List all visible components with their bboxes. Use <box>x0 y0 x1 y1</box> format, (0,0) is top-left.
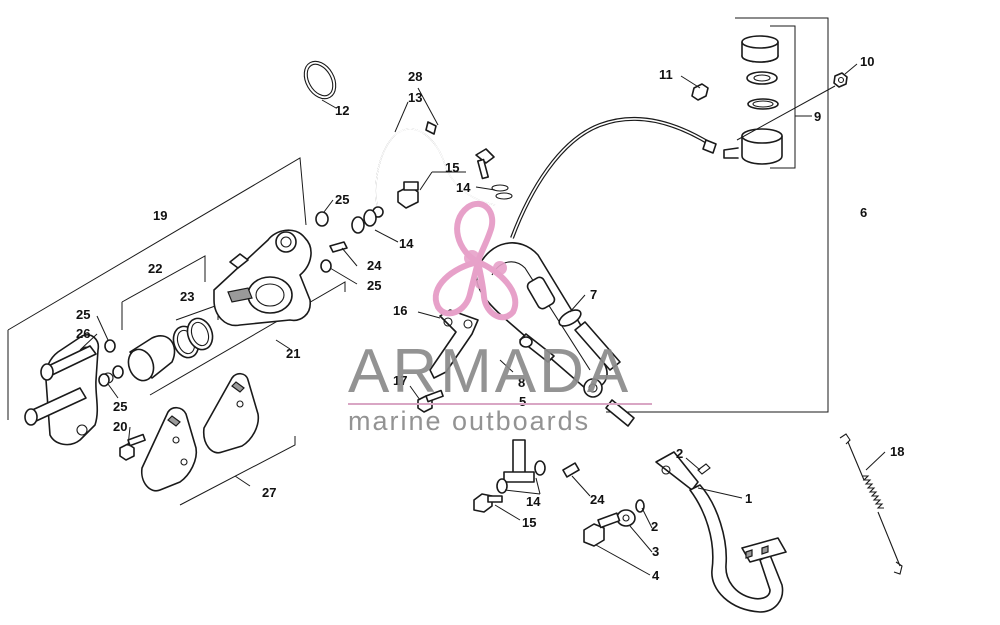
callout-5: 5 <box>519 394 526 409</box>
callout-12: 12 <box>335 103 349 118</box>
brake-line-13 <box>372 121 496 218</box>
watermark-subtitle: marine outboards <box>348 406 590 436</box>
reservoir-body <box>723 128 783 165</box>
snap-ring-12 <box>303 60 337 100</box>
watermark-title: ARMADA <box>348 337 631 406</box>
guide-pins-26 <box>24 345 97 426</box>
callout-7: 7 <box>590 287 597 302</box>
callout-19: 19 <box>153 208 167 223</box>
banjo-fitting-lower <box>503 439 535 483</box>
callout-25-bracket-bottom: 25 <box>113 399 127 414</box>
callout-2-lower: 2 <box>651 519 658 534</box>
callout-13: 13 <box>408 90 422 105</box>
callout-24-lower: 24 <box>590 492 605 507</box>
brake-caliper-21 <box>213 229 312 327</box>
propeller-logo-icon <box>432 200 519 321</box>
washer-3 <box>616 509 636 527</box>
group-bracket-19 <box>7 157 307 420</box>
clamp-11 <box>691 83 709 101</box>
reservoir-cap <box>741 35 779 63</box>
cotter-pin-2-upper <box>697 463 711 475</box>
crush-washers-14-lower <box>496 460 546 494</box>
callout-25-caliper-bottom: 25 <box>367 278 381 293</box>
caliper-piston-22 <box>127 335 176 382</box>
callout-14-upper-right: 14 <box>456 180 471 195</box>
callout-2-upper: 2 <box>676 446 683 461</box>
group-bracket-22 <box>121 255 206 330</box>
callout-15-upper: 15 <box>445 160 459 175</box>
callout-14-upper-left: 14 <box>399 236 414 251</box>
group-bracket-27 <box>179 436 296 506</box>
callout-labels: 1 2 2 3 4 5 6 7 8 9 10 11 12 13 14 14 14… <box>76 54 904 583</box>
callout-15-lower: 15 <box>522 515 536 530</box>
bleeder-screw-15-lower <box>473 493 503 513</box>
callout-8: 8 <box>518 375 525 390</box>
callout-16: 16 <box>393 303 407 318</box>
callout-26: 26 <box>76 326 90 341</box>
o-rings-25-caliper <box>315 211 332 273</box>
callout-18: 18 <box>890 444 904 459</box>
reservoir-seal <box>747 98 779 110</box>
pivot-bolt-8 <box>519 333 555 363</box>
set-screw-24-lower <box>562 462 580 478</box>
brake-line-6 <box>510 116 717 239</box>
callout-22: 22 <box>148 261 162 276</box>
callout-10: 10 <box>860 54 874 69</box>
callout-27: 27 <box>262 485 276 500</box>
callout-24-caliper: 24 <box>367 258 382 273</box>
callout-14-lower: 14 <box>526 494 541 509</box>
callout-21: 21 <box>286 346 300 361</box>
brake-pads-27 <box>140 372 260 492</box>
callout-25-bracket-top: 25 <box>76 307 90 322</box>
group-bracket-6 <box>606 17 829 413</box>
callout-1: 1 <box>745 491 752 506</box>
bleeder-24-caliper <box>329 241 348 253</box>
callout-23: 23 <box>180 289 194 304</box>
crush-washers-14-upper <box>351 184 513 234</box>
reservoir-diaphragm <box>746 71 778 85</box>
banjo-bolt-upper <box>397 181 419 209</box>
callout-3: 3 <box>652 544 659 559</box>
o-rings-25-bracket <box>98 339 124 387</box>
hose-clamp-10 <box>833 72 848 88</box>
callout-25-caliper-top: 25 <box>335 192 349 207</box>
callout-17: 17 <box>393 373 407 388</box>
watermark: ARMADA marine outboards <box>348 200 652 436</box>
callout-11: 11 <box>659 67 673 82</box>
return-spring-18 <box>839 433 903 575</box>
callout-28: 28 <box>408 69 422 84</box>
bleeder-screw-15-upper <box>475 148 495 180</box>
piston-seals-23 <box>172 317 214 359</box>
bolt-20 <box>119 433 146 461</box>
callout-20: 20 <box>113 419 127 434</box>
callout-4: 4 <box>652 568 660 583</box>
callout-6: 6 <box>860 205 867 220</box>
group-bracket-21 <box>149 281 346 396</box>
callout-9: 9 <box>814 109 821 124</box>
pivot-bolt-4 <box>583 512 621 547</box>
group-bracket-9 <box>770 25 796 169</box>
brake-pedal-1 <box>655 451 787 613</box>
